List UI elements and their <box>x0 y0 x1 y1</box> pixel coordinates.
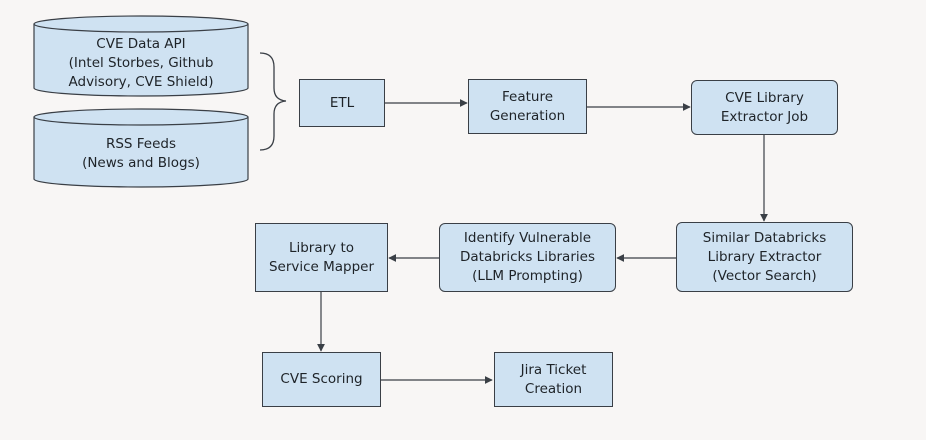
library-to-service-mapper-node: Library to Service Mapper <box>255 223 388 292</box>
library-to-service-mapper-label: Library to Service Mapper <box>268 239 375 275</box>
jira-ticket-creation-node: Jira Ticket Creation <box>494 352 613 407</box>
rss-feeds-label: RSS Feeds (News and Blogs) <box>82 136 200 171</box>
feature-generation-label: Feature Generation <box>489 88 566 124</box>
similar-databricks-library-extractor-label: Similar Databricks Library Extractor (Ve… <box>702 229 827 284</box>
cve-library-extractor-job-label: CVE Library Extractor Job <box>720 89 809 125</box>
cve-data-api-label: CVE Data API (Intel Storbes, Github Advi… <box>68 35 214 90</box>
cve-data-api-database <box>33 15 249 97</box>
etl-label: ETL <box>329 94 355 111</box>
jira-ticket-creation-label: Jira Ticket Creation <box>520 361 587 397</box>
cve-library-extractor-job-node: CVE Library Extractor Job <box>691 80 838 135</box>
sources-brace <box>259 52 287 151</box>
rss-feeds-database <box>33 108 249 188</box>
feature-generation-node: Feature Generation <box>468 79 587 134</box>
identify-vulnerable-libraries-node: Identify Vulnerable Databricks Libraries… <box>439 223 616 292</box>
etl-node: ETL <box>299 79 385 127</box>
similar-databricks-library-extractor-node: Similar Databricks Library Extractor (Ve… <box>676 222 853 292</box>
identify-vulnerable-libraries-label: Identify Vulnerable Databricks Libraries… <box>460 230 595 284</box>
cve-scoring-node: CVE Scoring <box>262 352 381 407</box>
cve-scoring-label: CVE Scoring <box>280 371 363 387</box>
